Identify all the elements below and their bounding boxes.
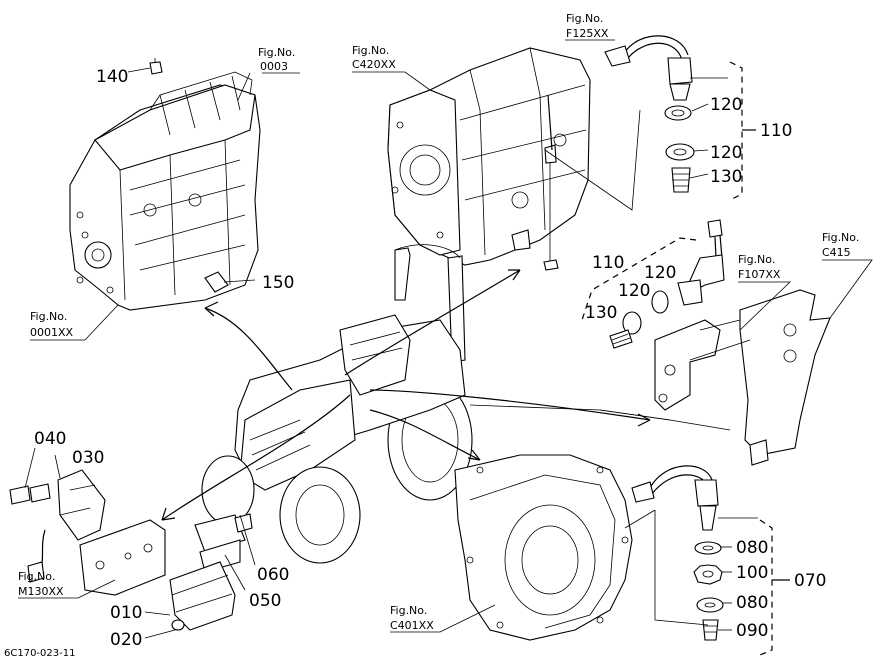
left-parts-illustration	[9, 447, 256, 639]
tractor-illustration	[201, 244, 473, 564]
callout-120: 120	[710, 143, 742, 163]
callout-numbers: 140 150 120 120 130 110 110 120 120 130 …	[34, 67, 826, 650]
fig-ref-housing: C401XX	[390, 619, 434, 632]
fig-ref-engine: 0003	[260, 60, 288, 73]
engine-illustration	[69, 58, 261, 311]
fig-ref-bracket: F107XX	[738, 268, 781, 281]
callout-110: 110	[592, 253, 624, 273]
callout-070: 070	[794, 571, 826, 591]
bracket-frame-illustration	[469, 289, 831, 466]
fig-ref-label: Fig.No.	[738, 253, 775, 266]
fig-ref-label: Fig.No.	[30, 310, 67, 323]
fig-ref-label: Fig.No.	[822, 231, 859, 244]
switch-assembly-lower	[624, 465, 790, 656]
fig-ref-switch: F125XX	[566, 27, 609, 40]
callout-040: 040	[34, 429, 66, 449]
fig-ref-engine-block: 0001XX	[30, 326, 74, 339]
fig-ref-bracket-2: M130XX	[18, 585, 64, 598]
callout-030: 030	[72, 448, 104, 468]
fig-ref-label: Fig.No.	[258, 46, 295, 59]
transmission-illustration	[387, 47, 591, 271]
callout-090: 090	[736, 621, 768, 641]
callout-080: 080	[736, 538, 768, 558]
callout-020: 020	[110, 630, 142, 650]
fig-ref-label: Fig.No.	[352, 44, 389, 57]
callout-130: 130	[710, 167, 742, 187]
callout-060: 060	[257, 565, 289, 585]
fig-ref-label: Fig.No.	[566, 12, 603, 25]
callout-120: 120	[644, 263, 676, 283]
fig-ref-label: Fig.No.	[390, 604, 427, 617]
callout-130: 130	[585, 303, 617, 323]
leader-lines	[18, 39, 873, 633]
callout-010: 010	[110, 603, 142, 623]
switch-assembly-middle	[581, 219, 725, 349]
callout-150: 150	[262, 273, 294, 293]
fig-ref-label: Fig.No.	[18, 570, 55, 583]
callout-080: 080	[736, 593, 768, 613]
callout-140: 140	[96, 67, 128, 87]
callout-120: 120	[618, 281, 650, 301]
callout-100: 100	[736, 563, 768, 583]
fig-ref-transmission: C420XX	[352, 58, 396, 71]
figure-references: Fig.No. 0003 Fig.No. 0001XX Fig.No. C420…	[18, 12, 859, 632]
callout-050: 050	[249, 591, 281, 611]
fig-ref-frame: C415	[822, 246, 851, 259]
clutch-housing-illustration	[454, 454, 633, 641]
callout-110: 110	[760, 121, 792, 141]
switch-assembly-upper	[544, 35, 756, 211]
callout-120: 120	[710, 95, 742, 115]
diagram-code: 6C170-023-11	[4, 648, 75, 659]
